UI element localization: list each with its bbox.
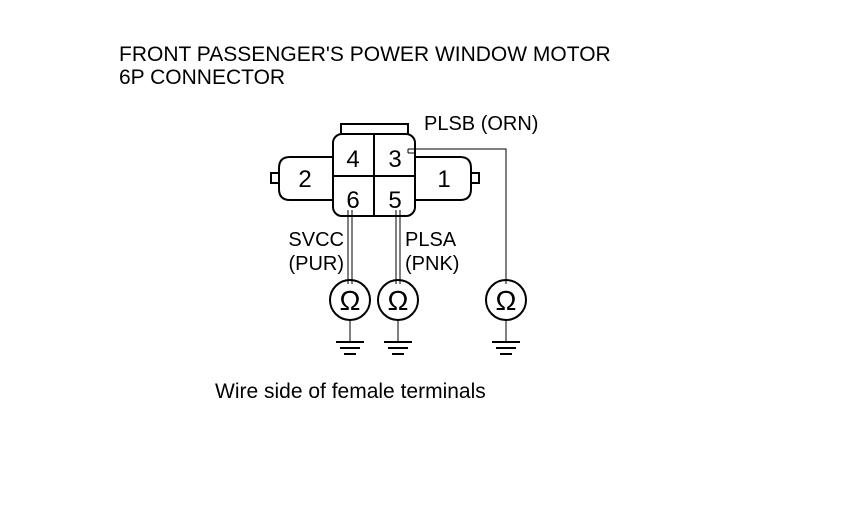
connector-body (270, 123, 480, 217)
pin-1-label: 1 (437, 166, 450, 193)
pin-2-label: 2 (298, 166, 311, 193)
probe-wire-5 (395, 210, 401, 284)
svcc-color-label: (PUR) (288, 253, 344, 275)
ohm-icon: Ω (388, 285, 409, 316)
probe-wire-3 (407, 148, 507, 284)
ohm-icon: Ω (340, 285, 361, 316)
ohm-icon: Ω (496, 285, 517, 316)
pin-5-label: 5 (388, 187, 401, 214)
caption: Wire side of female terminals (215, 380, 486, 403)
left-tab (270, 172, 280, 184)
probe-wire-6 (347, 210, 353, 284)
connector-housing (332, 133, 416, 217)
pin-3-label: 3 (388, 146, 401, 173)
right-tab (470, 172, 480, 184)
pin-4-label: 4 (346, 146, 359, 173)
ground-icon-middle (384, 320, 412, 355)
plsa-color-label: (PNK) (405, 253, 459, 275)
plsb-label: PLSB (ORN) (424, 113, 538, 135)
ohmmeter-left: Ω (329, 279, 371, 321)
lock-tab (340, 123, 409, 135)
title-line-1: FRONT PASSENGER'S POWER WINDOW MOTOR (119, 43, 611, 66)
pin-6-label: 6 (346, 187, 359, 214)
title-line-2: 6P CONNECTOR (119, 66, 285, 89)
svcc-label: SVCC (288, 229, 344, 251)
ground-icon-right (492, 320, 520, 355)
ohmmeter-right: Ω (485, 279, 527, 321)
ground-icon-left (336, 320, 364, 355)
ohmmeter-middle: Ω (377, 279, 419, 321)
plsa-label: PLSA (405, 229, 457, 251)
